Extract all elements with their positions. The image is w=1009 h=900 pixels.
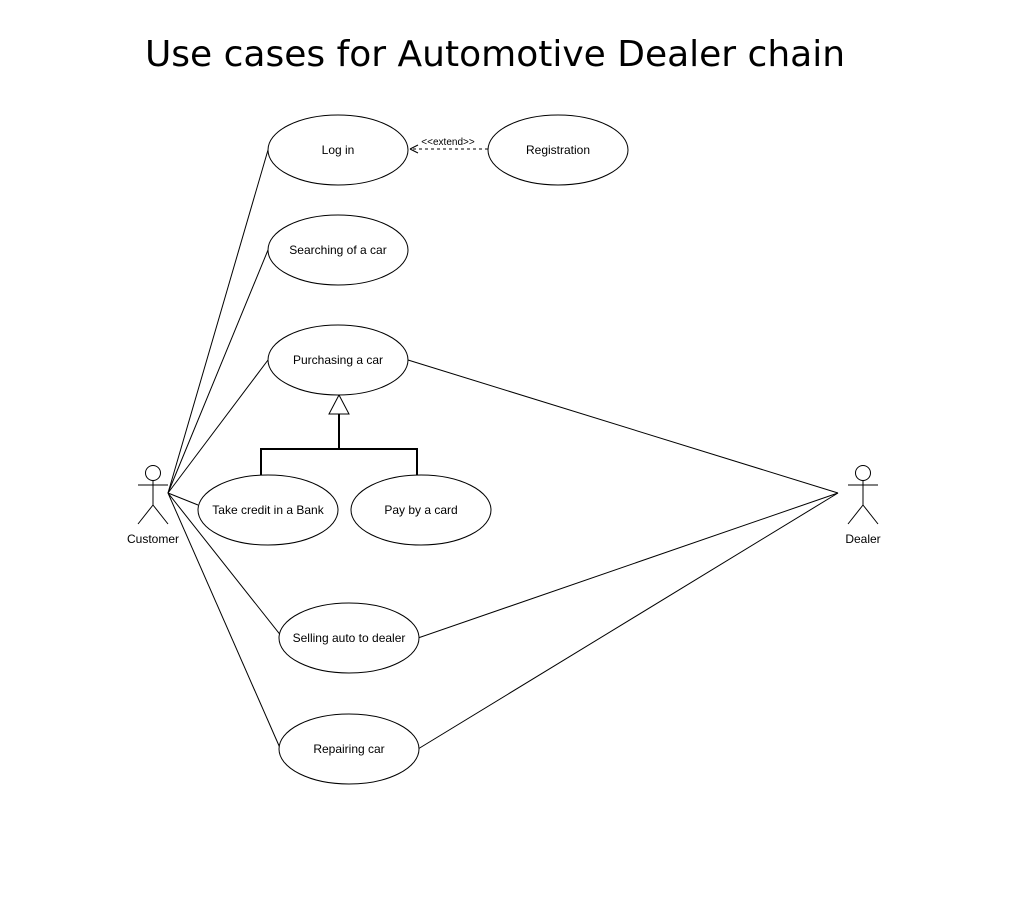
actor-customer-label: Customer [127,532,179,546]
use-case-registration[interactable]: Registration [487,114,629,186]
use-case-selling-shape [278,602,420,674]
generalization-relation [260,393,418,475]
association-dealer-repairing [417,492,839,750]
use-case-login-label: Log in [322,143,355,157]
use-case-searching[interactable]: Searching of a car [267,214,409,286]
use-case-searching-shape [267,214,409,286]
use-case-registration-shape [487,114,629,186]
use-case-searching-label: Searching of a car [289,243,386,257]
association-customer-selling [167,492,283,638]
use-case-purchasing-label: Purchasing a car [293,353,383,367]
association-customer-purchasing [167,359,269,494]
actor-customer[interactable]: Customer [127,465,179,547]
use-case-selling[interactable]: Selling auto to dealer [278,602,420,674]
actor-dealer[interactable]: Dealer [845,465,881,547]
actor-dealer-label: Dealer [845,532,880,546]
actor-dealer-leg-right [862,504,879,525]
customer-associations [167,149,283,749]
use-case-purchasing-shape [267,324,409,396]
use-case-purchasing[interactable]: Purchasing a car [267,324,409,396]
actor-customer-leg-left [137,504,154,525]
generalization-triangle [328,393,350,415]
use-case-card-label: Pay by a card [384,503,457,517]
use-case-card[interactable]: Pay by a card [350,474,492,546]
use-case-registration-label: Registration [526,143,590,157]
use-case-credit-label: Take credit in a Bank [212,503,324,517]
diagram-title: Use cases for Automotive Dealer chain [144,34,846,75]
actor-customer-leg-right [152,504,169,525]
use-case-repairing-shape [278,713,420,785]
use-case-login-shape [267,114,409,186]
association-customer-repairing [167,492,281,749]
actor-customer-head [145,465,161,481]
association-dealer-purchasing [407,359,839,494]
dealer-associations [407,359,839,750]
actor-dealer-leg-left [847,504,864,525]
use-case-repairing-label: Repairing car [313,742,384,756]
use-case-repairing[interactable]: Repairing car [278,713,420,785]
use-case-selling-label: Selling auto to dealer [293,631,406,645]
use-case-credit-shape [197,474,339,546]
use-case-login[interactable]: Log in [267,114,409,186]
extend-relation: <<extend>> [409,137,488,154]
association-customer-credit [167,492,199,506]
association-customer-login [167,149,269,494]
actor-dealer-head [855,465,871,481]
use-case-credit[interactable]: Take credit in a Bank [197,474,339,546]
use-case-card-shape [350,474,492,546]
association-dealer-selling [417,492,839,639]
extend-stereotype-label: <<extend>> [421,137,475,148]
association-customer-searching [167,249,269,494]
